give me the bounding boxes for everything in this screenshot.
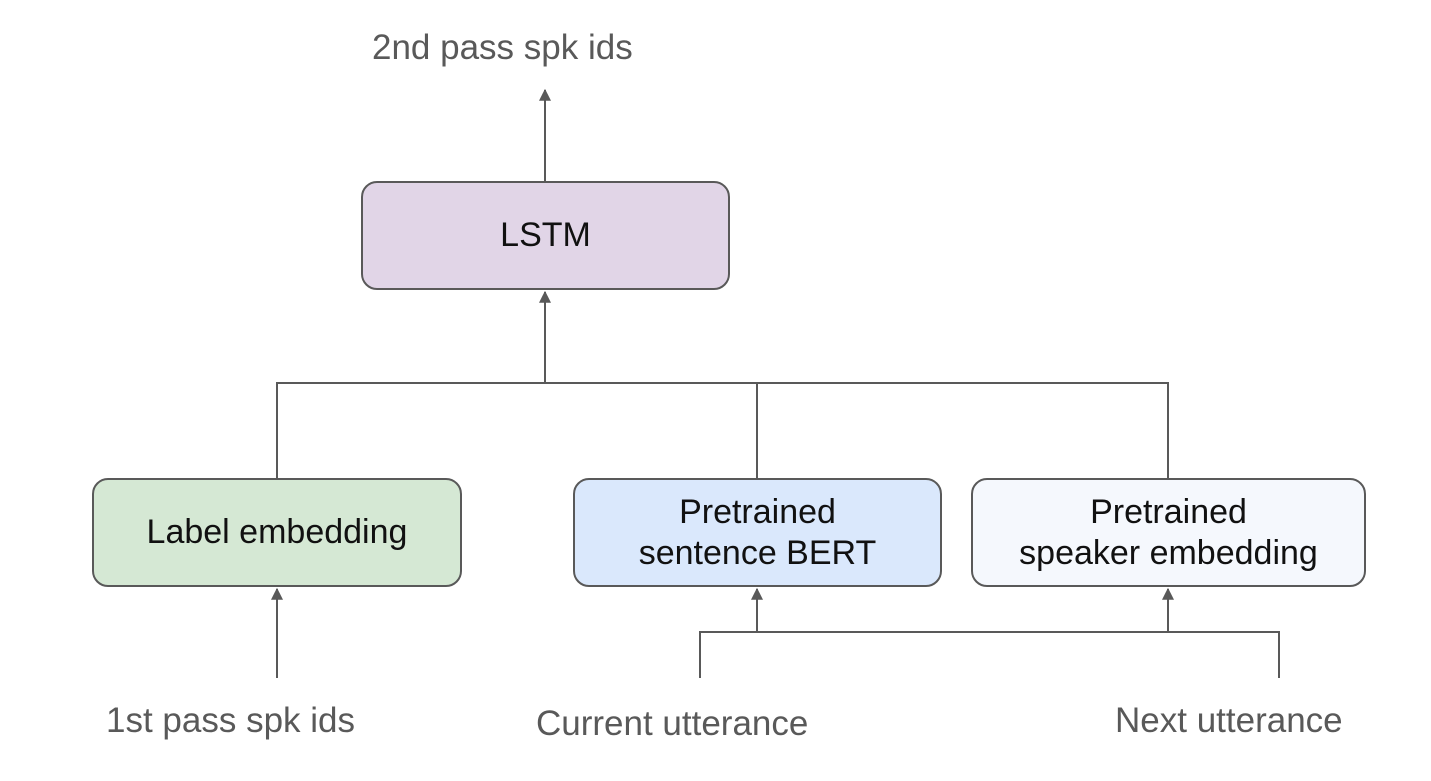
lstm-box: LSTM xyxy=(361,181,730,290)
lstm-label: LSTM xyxy=(500,216,591,255)
speaker-embedding-label-line1: Pretrained xyxy=(1090,492,1247,531)
utterance-bus-line xyxy=(699,631,1280,678)
label-embedding-label: Label embedding xyxy=(146,513,408,552)
merge-bus-line xyxy=(276,382,1169,478)
first-pass-label: 1st pass spk ids xyxy=(106,701,355,740)
next-utterance-label: Next utterance xyxy=(1115,701,1343,740)
speaker-embedding-box: Pretrained speaker embedding xyxy=(971,478,1366,587)
speaker-embedding-label-line2: speaker embedding xyxy=(1019,533,1318,572)
current-utterance-label: Current utterance xyxy=(536,704,809,743)
sentence-bert-label-line1: Pretrained xyxy=(679,492,836,531)
label-embedding-box: Label embedding xyxy=(92,478,462,587)
sentence-bert-label-line2: sentence BERT xyxy=(638,533,877,572)
output-label: 2nd pass spk ids xyxy=(372,28,633,67)
sentence-bert-box: Pretrained sentence BERT xyxy=(573,478,942,587)
